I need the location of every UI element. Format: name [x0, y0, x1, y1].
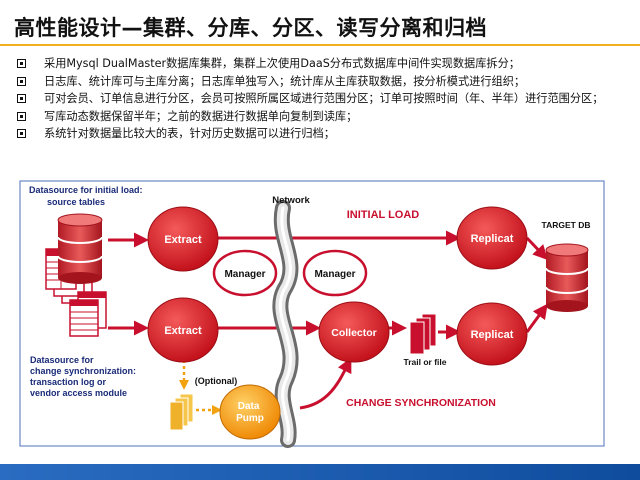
- bullet-item: 系统针对数据量比较大的表，针对历史数据可以进行归档；: [14, 125, 634, 143]
- bullet-item: 写库动态数据保留半年；之前的数据进行数据单向复制到读库；: [14, 108, 634, 126]
- footer-bar: [0, 464, 640, 480]
- svg-text:Collector: Collector: [331, 327, 377, 339]
- svg-text:Extract: Extract: [164, 234, 202, 246]
- extract-initial-node: Extract: [147, 206, 219, 272]
- page-title: 高性能设计—集群、分库、分区、读写分离和归档: [14, 16, 487, 40]
- svg-text:Replicat: Replicat: [471, 329, 514, 341]
- target-database-icon: [545, 243, 589, 312]
- square-bullet-icon: [17, 59, 26, 68]
- change-source-label: Datasource for change synchronization: t…: [30, 355, 139, 398]
- extract-change-node: Extract: [147, 297, 219, 363]
- square-bullet-icon: [17, 94, 26, 103]
- svg-text:Manager: Manager: [314, 269, 355, 280]
- source-database-icon: [57, 213, 103, 284]
- square-bullet-icon: [17, 129, 26, 138]
- bullet-item: 日志库、统计库可与主库分离；日志库单独写入；统计库从主库获取数据，按分析模式进行…: [14, 73, 634, 91]
- trail-label: Trail or file: [404, 357, 447, 367]
- replicat-initial-node: Replicat: [456, 206, 528, 270]
- initial-source-label: Datasource for initial load: source tabl…: [29, 185, 145, 207]
- bullet-item: 采用Mysql DualMaster数据库集群，集群上次使用DaaS分布式数据库…: [14, 55, 634, 73]
- svg-text:Replicat: Replicat: [471, 233, 514, 245]
- svg-text:Data Pump: Data Pump: [236, 401, 264, 424]
- title-underline: [0, 44, 640, 46]
- svg-text:Extract: Extract: [164, 325, 202, 337]
- square-bullet-icon: [17, 111, 26, 121]
- initial-load-label: INITIAL LOAD: [347, 209, 420, 221]
- bullet-list: 采用Mysql DualMaster数据库集群，集群上次使用DaaS分布式数据库…: [14, 55, 634, 143]
- bullet-item: 可对会员、订单信息进行分区，会员可按照所属区域进行范围分区；订单可按照时间（年、…: [14, 90, 634, 108]
- manager-right-node: Manager: [302, 249, 368, 297]
- pump-trail-file-icon: [169, 393, 194, 431]
- manager-left-node: Manager: [212, 249, 278, 297]
- collector-node: Collector: [318, 301, 390, 363]
- target-db-label: TARGET DB: [542, 220, 591, 230]
- network-pipe-icon: [272, 200, 299, 448]
- svg-text:Manager: Manager: [224, 269, 265, 280]
- replicat-change-node: Replicat: [456, 302, 528, 366]
- network-label: Network: [272, 195, 310, 206]
- trail-file-icon: [409, 313, 437, 355]
- change-source-tables-icon: [69, 291, 107, 337]
- data-pump-node: Data Pump: [219, 384, 281, 440]
- optional-label: (Optional): [195, 376, 238, 386]
- change-sync-label: CHANGE SYNCHRONIZATION: [346, 397, 496, 409]
- square-bullet-icon: [17, 76, 26, 86]
